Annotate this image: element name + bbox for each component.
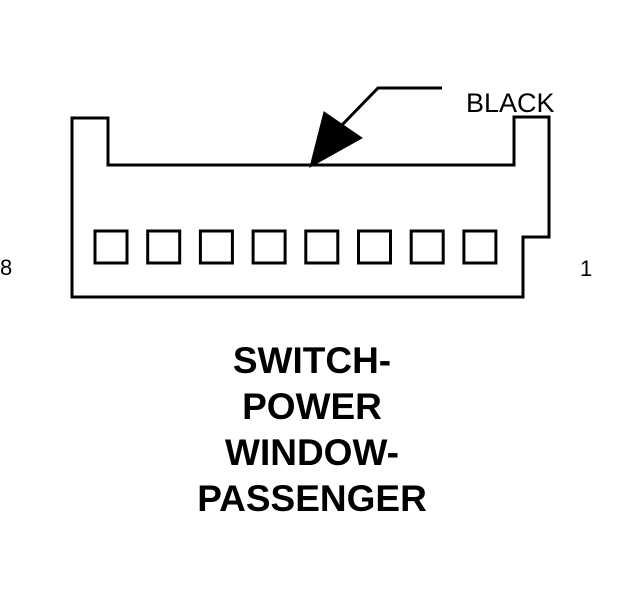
title-line: POWER [242, 386, 382, 427]
title-line: SWITCH- [232, 340, 392, 381]
wire-color-label: BLACK [466, 88, 555, 118]
pin-cavity [251, 229, 287, 265]
pin-cavity [304, 229, 340, 265]
pin-cavity [93, 229, 129, 265]
pin-cavities [93, 229, 498, 265]
leader-arrowhead [309, 111, 363, 169]
leader-line [340, 86, 442, 127]
pin-cavity [146, 229, 182, 265]
pin-cavity [462, 229, 498, 265]
connector-title: SWITCH- POWER WINDOW- PASSENGER [112, 338, 512, 522]
pin-8-label: 8 [0, 255, 13, 280]
pin-1-label: 1 [580, 256, 593, 281]
title-line: WINDOW- [225, 432, 399, 473]
title-line: PASSENGER [197, 478, 427, 519]
connector-body-outline [70, 115, 551, 299]
pin-cavity [198, 229, 234, 265]
pin-cavity [409, 229, 445, 265]
pin-cavity [357, 229, 392, 265]
